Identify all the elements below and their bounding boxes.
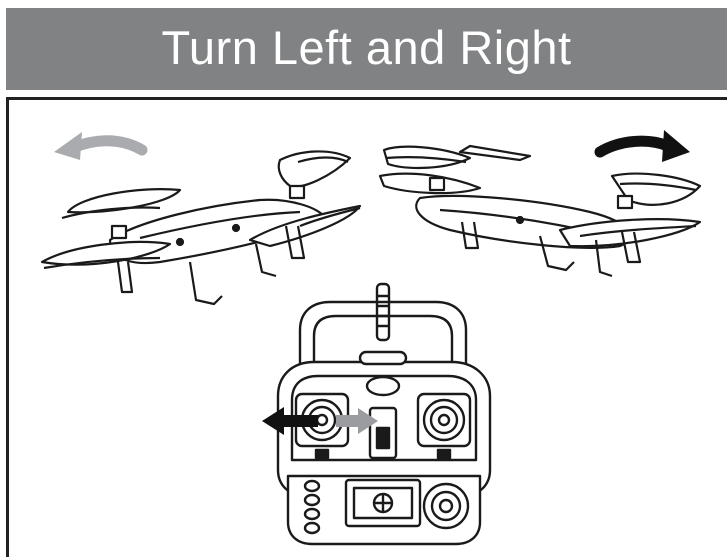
- remote-controller-icon: [278, 284, 490, 544]
- drone-left-icon: [42, 151, 360, 304]
- arrow-curve-left-icon: [54, 132, 142, 160]
- arrow-curve-right-icon: [600, 130, 690, 162]
- drone-right-icon: [380, 146, 700, 276]
